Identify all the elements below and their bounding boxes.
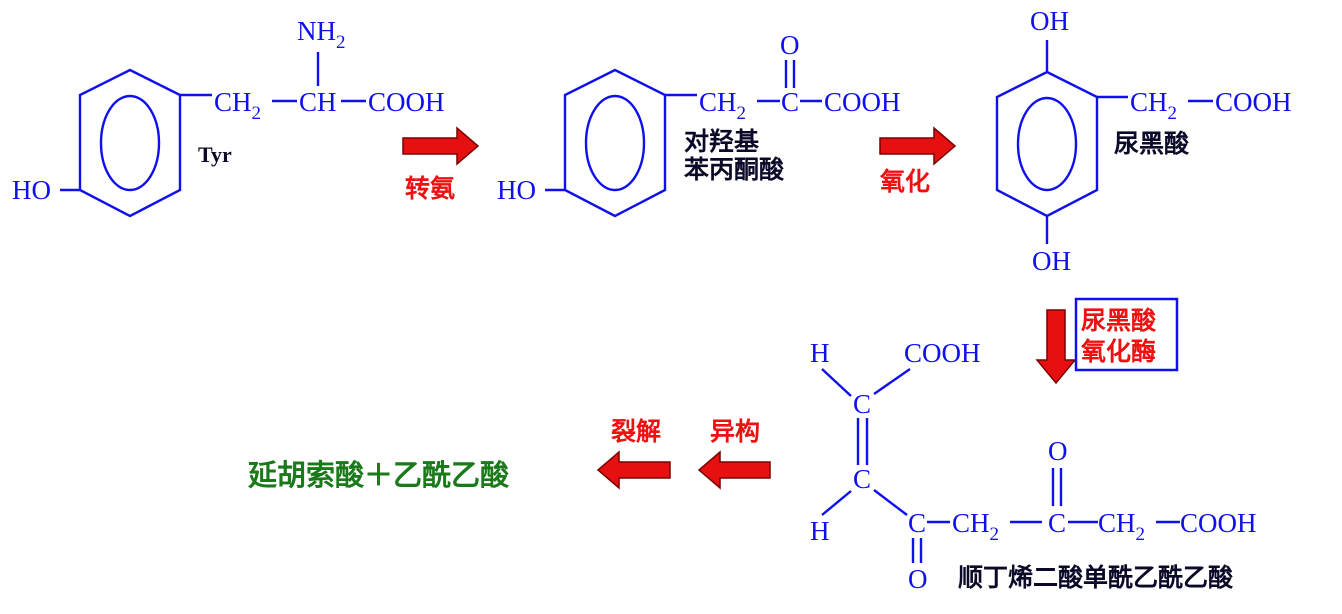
hga-ch2: CH2 (1130, 87, 1177, 124)
maa-c-bottom: C (853, 464, 871, 494)
maa-c-top: C (853, 389, 871, 419)
maa-h-top: H (810, 338, 830, 368)
arrow-isomerization (697, 450, 771, 490)
step-label-oxidation: 氧化 (879, 167, 930, 196)
arrow-oxidation (879, 126, 957, 166)
tyrosine-structure: NH2 CH2 CH COOH HO Tyr (12, 16, 445, 218)
step-label-transamination: 转氨 (405, 174, 455, 203)
hga-label: 尿黑酸 (1114, 129, 1190, 158)
tyr-ch2: CH2 (214, 87, 261, 124)
hga-oh-bottom: OH (1032, 246, 1071, 276)
tyr-cooh: COOH (368, 87, 445, 117)
maa-h-bottom: H (810, 516, 830, 546)
enzyme-label-line2: 氧化酶 (1080, 337, 1156, 366)
tyr-label: Tyr (198, 142, 232, 167)
arrow-transamination (402, 126, 480, 166)
hppa-ho: HO (497, 175, 536, 205)
tyr-aromatic-circle (99, 94, 161, 192)
tyr-benzene-ring (78, 68, 182, 218)
hppa-label-line1: 对羟基 (684, 127, 759, 156)
hppa-keto-o: O (780, 30, 800, 60)
step-label-isomerization: 异构 (710, 417, 760, 446)
enzyme-label-line1: 尿黑酸 (1081, 306, 1157, 335)
tyr-ch: CH (299, 87, 337, 117)
hga-aromatic-circle (1016, 96, 1078, 192)
homogentisate-structure: OH OH CH2 COOH 尿黑酸 (995, 6, 1292, 276)
maa-cooh-end: COOH (1180, 508, 1257, 538)
hppa-ch2: CH2 (699, 87, 746, 124)
hga-oh-top: OH (1030, 6, 1069, 36)
tyr-nh2: NH2 (297, 16, 346, 53)
maa-bond-c-h-bottom (821, 490, 852, 516)
maa-c-keto1: C (908, 508, 926, 538)
hppa-cooh: COOH (824, 87, 901, 117)
maa-o-keto1: O (908, 564, 928, 594)
hga-benzene-ring (995, 70, 1099, 218)
maa-label: 顺丁烯二酸单酰乙酰乙酸 (958, 563, 1234, 592)
maa-cooh-top: COOH (904, 338, 981, 368)
hppa-c: C (781, 87, 799, 117)
maa-c-keto2: C (1048, 508, 1066, 538)
maa-bond-h-c-top (821, 368, 852, 397)
hppa-label-line2: 苯丙酮酸 (683, 155, 785, 184)
tyr-ho: HO (12, 175, 51, 205)
final-products-label: 延胡索酸＋乙酰乙酸 (247, 458, 510, 492)
hga-cooh: COOH (1215, 87, 1292, 117)
maa-bond-c-c-keto1 (873, 489, 908, 516)
hppa-benzene-ring (563, 68, 667, 218)
enzyme-box (1074, 297, 1179, 372)
maa-ch2a: CH2 (952, 508, 999, 545)
hppa-aromatic-circle (584, 94, 646, 192)
maa-ch2b: CH2 (1098, 508, 1145, 545)
hppa-structure: O CH2 C COOH HO 对羟基 苯丙酮酸 (497, 30, 901, 218)
arrow-homogentisate-oxidase (1035, 309, 1077, 385)
maleylacetoacetate-structure: H COOH C C H C O CH2 O C CH2 COOH 顺丁烯二酸单… (810, 338, 1257, 594)
step-label-cleavage: 裂解 (611, 417, 661, 446)
arrow-cleavage (596, 450, 671, 490)
maa-bond-c-cooh (873, 368, 911, 395)
maa-o-keto2: O (1048, 436, 1068, 466)
